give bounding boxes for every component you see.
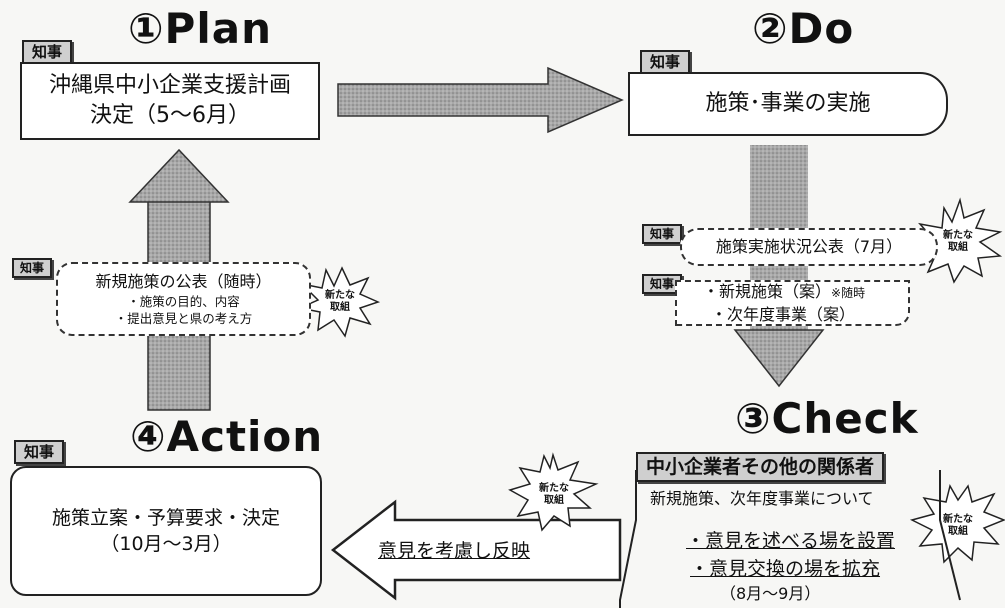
burst-check-label: 新たな取組 xyxy=(938,514,978,538)
burst-action-label: 新たな取組 xyxy=(534,483,574,507)
check-heading: ③Check xyxy=(735,394,919,443)
check-period: （8月～9月） xyxy=(720,584,821,603)
publication-box: 新規施策の公表（随時） ・施策の目的、内容 ・提出意見と県の考え方 xyxy=(56,262,311,336)
action-arrow-label: 意見を考慮し反映 xyxy=(378,540,531,562)
plan-box: 沖縄県中小企業支援計画 決定（5～6月） xyxy=(20,62,320,140)
action-box-line-1: 施策立案・予算要求・決定 xyxy=(51,507,280,529)
burst-publication-label: 新たな取組 xyxy=(320,290,360,314)
burst-label-line-1: 新たな xyxy=(325,290,355,301)
check-item-2: ・意見交換の場を拡充 xyxy=(690,558,881,580)
check-box-outline-right xyxy=(939,470,961,601)
plan-to-do-arrow xyxy=(337,66,624,134)
publication-item-1: ・施策の目的、内容 xyxy=(127,294,240,309)
publication-item-2: ・提出意見と県の考え方 xyxy=(114,311,253,326)
check-box-outline xyxy=(619,470,637,608)
action-box-line-2: （10月～3月） xyxy=(100,533,232,555)
status-governor-tag: 知事 xyxy=(642,224,683,244)
do-heading: ②Do xyxy=(752,4,855,53)
do-governor-tag: 知事 xyxy=(640,50,691,74)
burst-check xyxy=(909,484,1005,564)
new-policy-note: ※随時 xyxy=(831,285,866,300)
next-year-line: ・次年度事業（案） xyxy=(711,304,856,324)
action-heading: ④Action xyxy=(130,412,324,461)
new-policy-box: ・新規施策（案）※随時 ・次年度事業（案） xyxy=(675,280,910,326)
do-to-check-arrowhead xyxy=(733,329,825,388)
burst-label-line-2: 取組 xyxy=(948,526,968,537)
plan-box-line-1: 沖縄県中小企業支援計画 xyxy=(48,73,291,98)
burst-label-line-1: 新たな xyxy=(943,514,973,525)
burst-publication xyxy=(297,266,381,338)
action-box: 施策立案・予算要求・決定 （10月～3月） xyxy=(10,466,322,596)
plan-governor-tag: 知事 xyxy=(22,40,73,64)
do-box: 施策･事業の実施 xyxy=(628,72,948,136)
do-box-label: 施策･事業の実施 xyxy=(705,91,871,116)
burst-label-line-1: 新たな xyxy=(943,230,973,241)
status-box-label: 施策実施状況公表（7月） xyxy=(715,237,903,256)
status-box: 施策実施状況公表（7月） xyxy=(680,228,938,266)
publication-title: 新規施策の公表（随時） xyxy=(95,272,272,291)
check-to-action-arrow xyxy=(330,499,622,601)
plan-heading: ①Plan xyxy=(128,4,272,53)
burst-label-line-2: 取組 xyxy=(330,302,350,313)
publication-governor-tag: 知事 xyxy=(12,258,53,278)
burst-label-line-1: 新たな xyxy=(539,483,569,494)
action-governor-tag: 知事 xyxy=(14,440,65,464)
new-policy-text: ・新規施策（案） xyxy=(703,281,832,301)
new-policy-line: ・新規施策（案）※随時 xyxy=(703,281,908,304)
plan-box-line-2: 決定（5～6月） xyxy=(90,103,250,128)
burst-action xyxy=(508,452,599,532)
burst-label-line-2: 取組 xyxy=(948,242,968,253)
burst-status-label: 新たな取組 xyxy=(938,230,978,254)
action-to-plan-arrowhead xyxy=(128,148,230,203)
check-item-1: ・意見を述べる場を設置 xyxy=(686,530,896,552)
burst-status xyxy=(913,197,1003,284)
stakeholder-tag: 中小企業者その他の関係者 xyxy=(636,452,885,482)
check-intro: 新規施策、次年度事業について xyxy=(650,489,874,508)
burst-label-line-2: 取組 xyxy=(544,495,564,506)
